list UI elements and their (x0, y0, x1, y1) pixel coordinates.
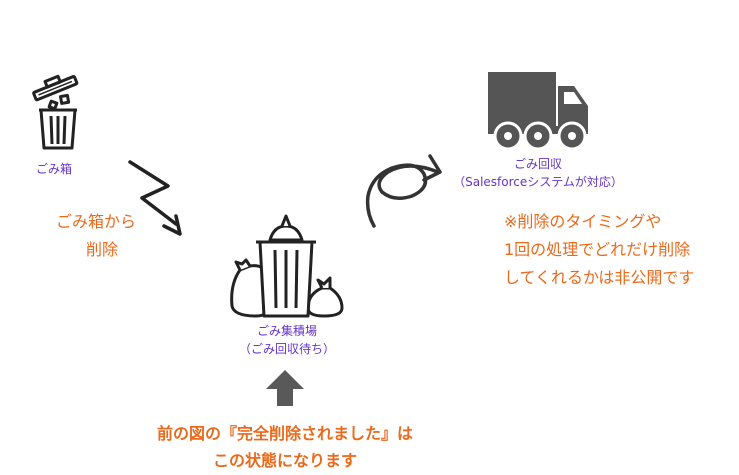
garbage-collection-point-icon (230, 214, 344, 318)
delete-text-line1: ごみ箱から (56, 212, 137, 231)
note-line2: 1回の処理でどれだけ削除 (504, 240, 691, 259)
zigzag-arrow-icon (128, 160, 182, 236)
delete-text-line2: 削除 (86, 240, 119, 259)
collection-point-label-line2: （ごみ回収待ち） (238, 342, 335, 356)
up-arrow-icon (266, 370, 304, 406)
collection-point-label-line1: ごみ集積場 (256, 324, 317, 338)
garbage-truck-icon (488, 72, 588, 151)
trash-can-icon (32, 74, 79, 150)
truck-label-line1: ごみ回収 (513, 157, 562, 171)
bottom-text-line1: 前の図の『完全削除されました』は (156, 424, 413, 443)
trash-can-label: ごみ箱 (36, 162, 73, 176)
note-line3: してくれるかは非公開です (504, 268, 695, 287)
bottom-text-line2: この状態になります (212, 451, 357, 470)
note-line1: ※削除のタイミングや (504, 212, 662, 231)
loop-arrow-icon (365, 154, 442, 228)
truck-label-line2: （Salesforceシステムが対応） (453, 175, 623, 189)
